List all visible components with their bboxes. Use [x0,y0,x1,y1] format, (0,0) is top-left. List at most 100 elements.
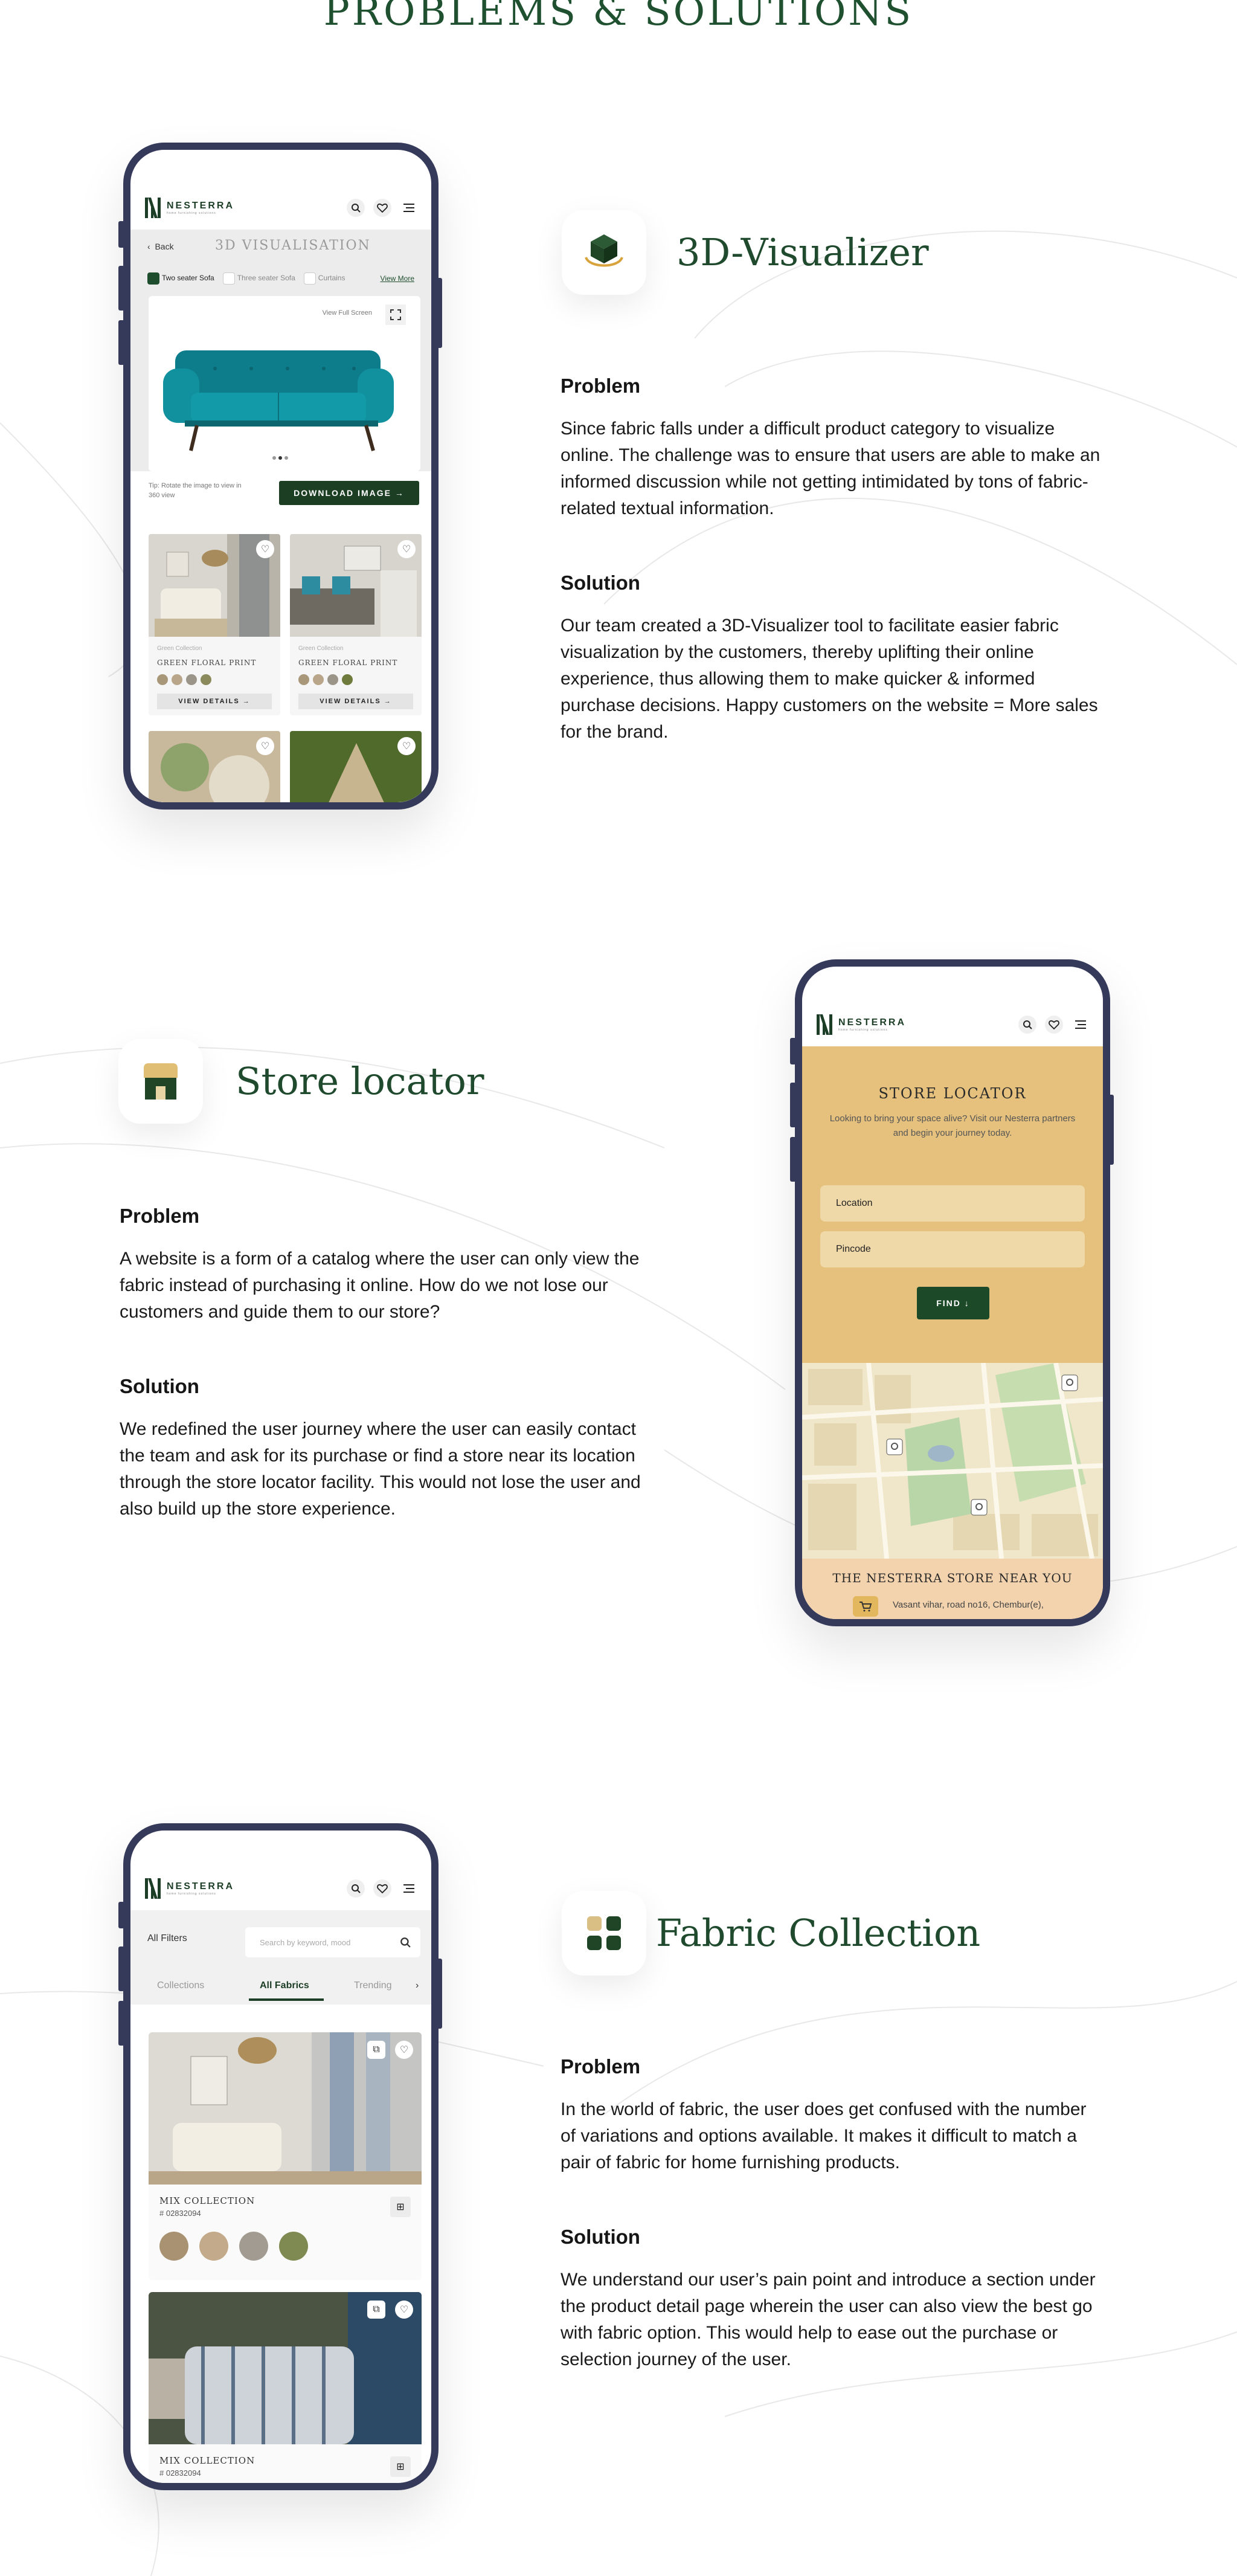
menu-icon[interactable] [400,1879,418,1898]
locator-problem-text: A website is a form of a catalog where t… [120,1249,640,1322]
collection-solution-label: Solution [561,2226,640,2248]
compare-icon[interactable]: ⧉ [367,2301,385,2319]
pincode-input[interactable]: Pincode [820,1231,1085,1267]
wishlist-heart-icon[interactable]: ♡ [395,2301,413,2319]
store-pin-icon[interactable] [971,1499,988,1516]
armchair-fabric-image [149,2292,422,2444]
find-button[interactable]: FIND ↓ [917,1287,989,1319]
product-card[interactable]: ♡ [149,731,280,802]
search-icon [400,1937,411,1948]
tab-trending[interactable]: Trending [354,1980,392,1991]
option-two-seater[interactable]: Two seater Sofa [147,272,214,285]
collection-title: Fabric Collection [656,1911,981,1955]
wishlist-heart-icon[interactable]: ♡ [395,2041,413,2059]
phone-side-button [118,320,124,365]
teal-sofa-image [163,350,394,460]
fabric-match-icon[interactable]: ⊞ [390,2197,411,2217]
back-label: Back [155,242,174,251]
grid-icon [587,1916,621,1950]
view-details-button[interactable]: VIEW DETAILS → [157,694,272,709]
sofa-3d-preview[interactable]: View Full Screen [149,296,420,471]
menu-icon[interactable] [1072,1016,1090,1034]
heart-icon[interactable] [373,1879,391,1898]
swatch[interactable] [327,674,338,685]
search-icon[interactable] [347,199,365,217]
download-image-button[interactable]: DOWNLOAD IMAGE → [279,481,419,505]
living-room-image [149,534,280,637]
brand-tagline: home furnishing solutions [167,1892,216,1896]
swatch[interactable] [279,2232,308,2261]
phone-side-button [436,278,442,348]
view-more-link[interactable]: View More [380,274,414,283]
phone-side-button [118,1902,124,1928]
locator-title: Store locator [236,1059,484,1103]
page-heading: PROBLEMS & SOLUTIONS [323,0,914,34]
tab-all-fabrics[interactable]: All Fabrics [260,1980,309,1991]
store-locator-description: Looking to bring your space alive? Visit… [829,1113,1076,1138]
nesterra-logo-icon [817,1014,832,1035]
fabric-search-input[interactable]: Search by keyword, mood [245,1927,420,1957]
app-header: NESTERRA home furnishing solutions [130,186,431,230]
swatch[interactable] [186,674,197,685]
search-icon[interactable] [1018,1016,1036,1034]
phone-side-button [790,1137,796,1182]
brand-name: NESTERRA [838,1017,907,1028]
menu-icon[interactable] [400,199,418,217]
chevron-right-icon[interactable]: › [416,1980,419,1991]
tab-collections[interactable]: Collections [157,1980,205,1991]
view-details-button[interactable]: VIEW DETAILS → [298,694,413,709]
map-graphic [802,1363,1103,1559]
swatch[interactable] [199,2232,228,2261]
swatch[interactable] [239,2232,268,2261]
fabric-card[interactable]: ⧉ ♡ MIX COLLECTION # 02832094 ⊞ [149,2292,422,2483]
collection-icon-tile [562,1891,646,1975]
option-curtains[interactable]: Curtains [303,272,345,285]
visualizer-solution-label: Solution [561,572,640,594]
visualizer-problem-text: Since fabric falls under a difficult pro… [561,419,1100,518]
wishlist-heart-icon[interactable]: ♡ [397,737,416,755]
store-map[interactable] [802,1363,1103,1559]
phone-side-button [790,1083,796,1127]
store-pin-icon[interactable] [886,1438,903,1455]
visualizer-icon-tile [562,210,646,295]
fabric-card[interactable]: ⧉ ♡ MIX COLLECTION # 02832094 ⊞ [149,2032,422,2280]
fullscreen-icon[interactable] [385,304,406,325]
phone-side-button [118,221,124,248]
store-icon-tile [118,1039,203,1124]
product-card[interactable]: ♡ Green Collection GREEN FLORAL PRINT VI… [290,534,422,715]
heart-icon[interactable] [373,199,391,217]
product-card[interactable]: ♡ [290,731,422,802]
location-input[interactable]: Location [820,1185,1085,1222]
back-link[interactable]: ‹ Back [147,242,174,251]
visualizer-solution-text: Our team created a 3D-Visualizer tool to… [561,616,1098,742]
fabric-code: # 02832094 [159,2468,201,2478]
store-locator-heading: STORE LOCATOR [878,1085,1027,1102]
app-header: NESTERRA home furnishing solutions [802,1003,1103,1046]
swatch[interactable] [157,674,168,685]
compare-icon[interactable]: ⧉ [367,2041,385,2059]
wishlist-heart-icon[interactable]: ♡ [256,540,274,558]
store-pin-icon[interactable] [1061,1374,1078,1391]
wishlist-heart-icon[interactable]: ♡ [256,737,274,755]
swatch[interactable] [342,674,353,685]
product-collection: Green Collection [298,645,344,652]
locator-solution-label: Solution [120,1375,199,1397]
search-icon[interactable] [347,1879,365,1898]
product-type-options: Two seater Sofa Three seater Sofa Curtai… [147,271,414,286]
phone-store-locator: NESTERRA home furnishing solutions STORE… [795,959,1110,1626]
swatch[interactable] [313,674,324,685]
checkbox-checked-icon [147,272,159,285]
wishlist-heart-icon[interactable]: ♡ [397,540,416,558]
checkbox-empty-icon [303,272,316,285]
visualizer-title: 3D-Visualizer [676,230,929,274]
fabric-match-icon[interactable]: ⊞ [390,2456,411,2477]
option-three-seater[interactable]: Three seater Sofa [222,272,295,285]
fabric-swatches [298,674,353,685]
swatch[interactable] [201,674,211,685]
swatch[interactable] [172,674,182,685]
product-card[interactable]: ♡ Green Collection GREEN FLORAL PRINT VI… [149,534,280,715]
swatch[interactable] [298,674,309,685]
swatch[interactable] [159,2232,188,2261]
all-filters-button[interactable]: All Filters [147,1933,187,1943]
heart-icon[interactable] [1045,1016,1063,1034]
